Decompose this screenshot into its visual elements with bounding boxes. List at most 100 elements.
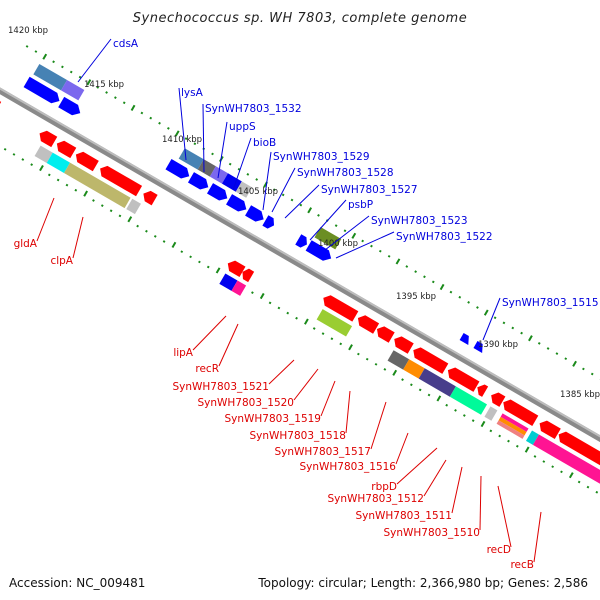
gene-label-SynWH7803_1518[interactable]: SynWH7803_1518 [249,430,346,442]
major-tick [39,164,44,172]
cog-bar-1512[interactable] [500,413,529,432]
cog-bar-clpA[interactable] [63,162,131,209]
gene-label-SynWH7803_1512[interactable]: SynWH7803_1512 [327,493,424,505]
label-leader-line [262,151,272,211]
label-leader-line [345,390,351,434]
cog-bar-clpA-2[interactable] [126,198,141,215]
cog-bar-1511[interactable] [498,416,527,436]
minor-tick [542,460,546,463]
gene-arrow-rev[interactable] [355,313,380,334]
gene-label-cdsA[interactable]: cdsA [113,38,139,50]
cog-bar-1510[interactable] [496,420,525,439]
cog-bar-psbP[interactable] [314,226,342,250]
minor-tick [114,96,117,99]
gene-label-bioB[interactable]: bioB [253,137,276,149]
cog-bar-1529[interactable] [235,181,253,198]
gene-label-SynWH7803_1516[interactable]: SynWH7803_1516 [299,461,396,473]
gene-arrow-fwd[interactable] [165,159,192,181]
gene-arrow-rev[interactable] [537,418,561,440]
gene-label-gldA[interactable]: gldA [14,238,38,250]
label-leader-line [284,184,320,219]
gene-arrow-rev[interactable] [391,334,414,354]
cog-bar-lipA[interactable] [219,273,238,291]
gene-arrow-rev[interactable] [140,188,158,206]
minor-tick [167,126,170,130]
gene-arrow-fwd[interactable] [459,333,473,345]
gene-arrow-fwd[interactable] [295,234,310,249]
gene-label-uppS[interactable]: uppS [229,121,256,133]
gene-label-SynWH7803_1511[interactable]: SynWH7803_1511 [355,510,452,522]
gene-label-SynWH7803_1528[interactable]: SynWH7803_1528 [297,167,394,179]
minor-tick [74,188,78,192]
gene-arrow-fwd[interactable] [245,205,267,224]
gene-arrow-rev[interactable] [97,163,143,197]
cog-bar-1532[interactable] [197,159,216,177]
gene-label-rbpD[interactable]: rbpD [371,481,397,493]
gene-label-recR[interactable]: recR [195,363,219,375]
minor-tick [272,188,276,192]
cog-bar-recD[interactable] [525,430,539,445]
gene-arrow-rev[interactable] [474,382,489,397]
gene-arrow-rev[interactable] [374,324,395,343]
cog-bar-cdsA[interactable] [33,63,68,91]
gene-arrow-fwd[interactable] [262,215,277,230]
gene-arrow-rev[interactable] [37,128,58,148]
cog-bar-1519[interactable] [403,359,425,379]
gene-arrow-fwd[interactable] [305,240,335,263]
gene-arrow-rev[interactable] [500,397,539,426]
cog-bar-1517[interactable] [449,386,488,415]
gene-label-SynWH7803_1532[interactable]: SynWH7803_1532 [205,103,302,115]
gene-arrow-fwd[interactable] [226,194,249,214]
gene-label-recB[interactable]: recB [510,559,534,571]
gene-arrow-rev[interactable] [225,258,246,278]
gene-label-SynWH7803_1529[interactable]: SynWH7803_1529 [273,151,370,163]
gene-label-SynWH7803_1510[interactable]: SynWH7803_1510 [383,527,480,539]
cog-bar-1521[interactable] [316,309,353,337]
gene-arrow-fwd[interactable] [23,76,63,106]
gene-label-SynWH7803_1515[interactable]: SynWH7803_1515 [502,297,599,309]
gene-arrow-rev[interactable] [410,345,449,374]
cog-bar-1518[interactable] [418,368,456,397]
gene-label-clpA[interactable]: clpA [50,255,73,267]
cog-bar-recR[interactable] [231,280,247,296]
gene-arrow-rev[interactable] [488,390,506,407]
minor-tick [546,347,550,350]
gene-label-lysA[interactable]: lysA [181,87,204,99]
gene-label-SynWH7803_1519[interactable]: SynWH7803_1519 [224,413,321,425]
gene-label-SynWH7803_1517[interactable]: SynWH7803_1517 [274,446,371,458]
gene-label-recD[interactable]: recD [487,544,511,556]
gene-label-SynWH7803_1523[interactable]: SynWH7803_1523 [371,215,468,227]
gene-label-SynWH7803_1520[interactable]: SynWH7803_1520 [197,397,294,409]
gene-arrow-fwd[interactable] [58,96,83,118]
minor-tick [383,368,387,371]
minor-tick [462,414,466,417]
cog-bar-bioB[interactable] [221,173,242,192]
label-leader-line [72,216,84,259]
minor-tick [365,357,369,361]
gene-arrow-fwd[interactable] [207,183,230,203]
gene-arrow-rev[interactable] [54,138,77,159]
gene-arrow-fwd[interactable] [187,172,211,192]
gene-arrow-fwd[interactable] [473,341,486,353]
cog-bar-1516[interactable] [484,406,498,421]
minor-tick [577,480,581,484]
gene-label-SynWH7803_1527[interactable]: SynWH7803_1527 [321,184,418,196]
cog-bar-cdsA-2[interactable] [61,80,85,101]
gene-arrow-rev[interactable] [73,149,99,172]
cog-bar-gldA-2[interactable] [46,152,71,174]
gene-label-psbP[interactable]: psbP [348,199,373,211]
cog-bar-recB[interactable] [532,434,600,495]
gene-label-SynWH7803_1521[interactable]: SynWH7803_1521 [172,381,269,393]
gene-arrow-rev[interactable] [320,293,359,322]
minor-tick [334,224,338,227]
gene-arrow-rev[interactable] [239,267,255,283]
minor-tick [423,275,426,279]
tick-label: 1395 kbp [396,292,436,302]
minor-tick [374,362,378,366]
cog-bar-gldA[interactable] [34,145,53,163]
gene-label-SynWH7803_1522[interactable]: SynWH7803_1522 [396,231,493,243]
cog-bar-1520[interactable] [387,350,410,370]
gene-arrow-rev[interactable] [556,429,600,470]
gene-label-lipA[interactable]: lipA [173,347,193,359]
gene-arrow-rev[interactable] [445,365,480,392]
